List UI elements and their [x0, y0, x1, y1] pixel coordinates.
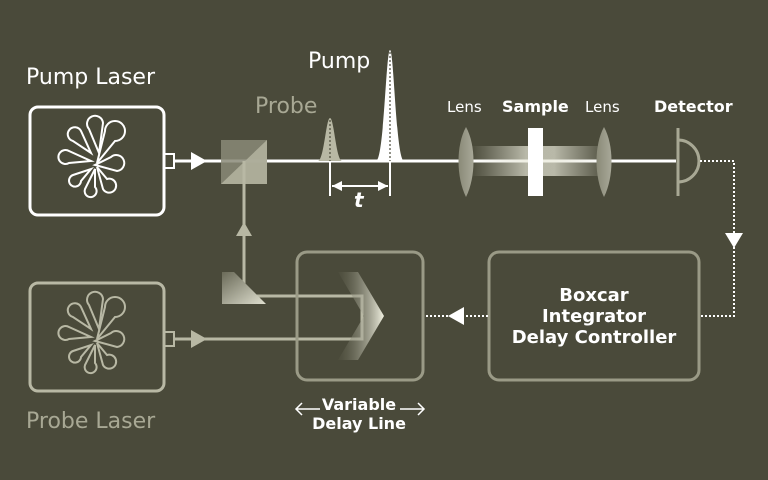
delay-line-label-1: Variable	[322, 395, 396, 414]
probe-beam-arrow	[191, 330, 207, 348]
boxcar-label-3: Delay Controller	[512, 327, 677, 348]
delay-stage-box	[295, 250, 425, 382]
probe-pulse-label: Probe	[255, 94, 317, 119]
boxcar-integrator-box	[487, 250, 701, 382]
lens-right	[596, 127, 612, 197]
control-left-arrow	[448, 307, 464, 325]
detector-icon	[676, 128, 701, 196]
sample	[528, 128, 543, 196]
folding-mirror	[222, 272, 266, 304]
retroreflector	[338, 272, 384, 360]
signal-down-arrow	[725, 233, 743, 248]
probe-laser-icon	[57, 290, 126, 375]
boxcar-label-2: Integrator	[542, 306, 646, 327]
pump-laser-icon	[57, 114, 126, 199]
probe-laser-label: Probe Laser	[26, 409, 156, 434]
pump-pulse-label: Pump	[308, 49, 370, 74]
lens-right-label: Lens	[585, 98, 620, 116]
probe-pulse	[318, 118, 342, 161]
lens-left	[458, 127, 474, 197]
pump-laser-label: Pump Laser	[26, 65, 156, 90]
delay-time-symbol: t	[354, 188, 365, 212]
probe-beam-path	[174, 294, 364, 341]
detector-label: Detector	[654, 97, 733, 116]
probe-beam-up-arrow	[236, 222, 252, 236]
detector-signal-line	[700, 160, 735, 317]
lens-left-label: Lens	[447, 98, 482, 116]
pump-beam-arrow	[191, 152, 207, 170]
delay-line-label-2: Delay Line	[312, 414, 406, 433]
sample-label: Sample	[502, 97, 569, 116]
boxcar-label-1: Boxcar	[559, 285, 629, 306]
delay-bracket	[329, 161, 391, 196]
delay-direction-arrows	[294, 402, 426, 416]
